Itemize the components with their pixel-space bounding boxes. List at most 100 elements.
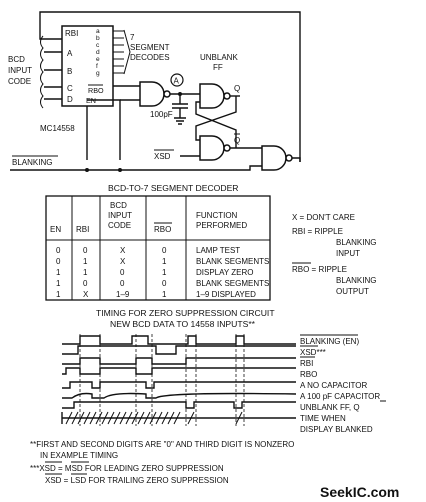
feedback-wire (39, 11, 301, 162)
label-xsd: XSD*** (300, 348, 326, 357)
table-row: 0 1 X 1 BLANK SEGMENTS (56, 257, 269, 266)
ff-nand-upper (199, 83, 225, 109)
blanking-bus (10, 165, 262, 171)
pin-c: C (67, 84, 73, 93)
capacitor (172, 94, 188, 125)
pin-b: B (67, 67, 72, 76)
pin-rbi: RBI (65, 29, 78, 38)
capacitor-label: 100pF (150, 110, 173, 119)
input-label-1: BCD (8, 55, 25, 64)
label-a-no-cap: A NO CAPACITOR (300, 381, 367, 390)
note-1: **FIRST AND SECOND DIGITS ARE "0" AND TH… (30, 440, 294, 449)
cell-rbo: 1 (162, 257, 167, 266)
output-nand (261, 145, 287, 171)
pin-e-out: e (96, 56, 100, 63)
legend-rbi-3: INPUT (336, 249, 360, 258)
output-nand-bubble (285, 154, 293, 162)
legend-rbo-1: RBO = RIPPLE (292, 265, 347, 274)
cell-bcd: 0 (120, 279, 125, 288)
header-bcd-2: INPUT (108, 211, 132, 220)
legend-rbi-2: BLANKING (336, 238, 376, 247)
wave-unblank-q (62, 401, 296, 409)
circuit-diagram: RBI A B C D a b c d e f g RBO EN BCD INP… (8, 11, 301, 172)
note-2: ***XSD = MSD FOR LEADING ZERO SUPPRESSIO… (30, 464, 224, 473)
cross-wire-1 (195, 96, 237, 141)
segment-bracket (123, 29, 131, 75)
note-3: XSD = LSD FOR TRAILING ZERO SUPPRESSION (45, 476, 229, 485)
cell-en: 0 (56, 246, 61, 255)
timing-section: TIMING FOR ZERO SUPPRESSION CIRCUIT NEW … (61, 308, 386, 434)
label-a-100pf: A 100 pF CAPACITOR (300, 392, 380, 401)
label-time-when: TIME WHEN (300, 414, 346, 423)
segment-outputs (113, 30, 124, 74)
cell-rbi: 1 (83, 257, 88, 266)
cell-rbi: 0 (83, 279, 88, 288)
bcd-input-lines (44, 51, 62, 100)
input-label-3: CODE (8, 77, 31, 86)
cell-en: 1 (56, 290, 61, 299)
cell-function: DISPLAY ZERO (196, 268, 254, 277)
cell-rbo: 0 (162, 279, 167, 288)
ic-part-label: MC14558 (40, 124, 75, 133)
ff-upper-bubble (223, 92, 231, 100)
ff-label-1: UNBLANK (200, 53, 238, 62)
junction-bus (118, 168, 122, 172)
cell-bcd: X (120, 246, 126, 255)
table-row: 0 0 X 0 LAMP TEST (56, 246, 240, 255)
legend-rbo-2: BLANKING (336, 276, 376, 285)
nand-1-bubble (163, 90, 171, 98)
wave-rbi (62, 357, 296, 365)
header-function-2: PERFORMED (196, 221, 247, 230)
pin-f-out: f (96, 63, 98, 70)
cell-rbo: 1 (162, 290, 167, 299)
cell-bcd: 0 (120, 268, 125, 277)
node-a-marker (170, 73, 184, 87)
label-rbo: RBO (300, 370, 317, 379)
wave-blanked-baseline (61, 412, 296, 424)
legend-rbi-1: RBI = RIPPLE (292, 227, 343, 236)
decode-label-2: SEGMENT (130, 43, 170, 52)
nand-gate-1 (139, 81, 165, 107)
cell-rbo: 1 (162, 268, 167, 277)
pin-c-out: c (96, 42, 100, 49)
pin-g-out: g (96, 70, 100, 77)
pin-b-out: b (96, 35, 100, 42)
pin-rbo: RBO (88, 86, 104, 95)
pin-d-out: d (96, 49, 100, 56)
legend-rbo-3: OUTPUT (336, 287, 369, 296)
cell-rbi: 1 (83, 268, 88, 277)
note-1-cont: IN EXAMPLE TIMING (40, 451, 118, 460)
wave-a-no-cap (62, 381, 296, 389)
pin-a: A (67, 49, 73, 58)
wave-a-100pf (62, 392, 297, 399)
table-row: 1 1 0 1 DISPLAY ZERO (56, 268, 254, 277)
cell-rbi: 0 (83, 246, 88, 255)
table-row: 1 X 1–9 1 1–9 DISPLAYED (56, 290, 256, 299)
table-row: 1 0 0 0 BLANK SEGMENTS (56, 279, 269, 288)
header-function-1: FUNCTION (196, 211, 238, 220)
cell-function: 1–9 DISPLAYED (196, 290, 256, 299)
pin-a-out: a (96, 28, 100, 35)
q-label: Q (234, 84, 240, 93)
input-bracket (40, 35, 44, 109)
header-bcd-1: BCD (110, 201, 127, 210)
notes-section: **FIRST AND SECOND DIGITS ARE "0" AND TH… (30, 440, 294, 485)
wave-rbo (62, 367, 296, 375)
cell-en: 1 (56, 279, 61, 288)
wave-xsd (62, 345, 296, 355)
display-blanked-hatch (65, 411, 243, 425)
cross-wire-2 (195, 101, 237, 148)
timing-title-2: NEW BCD DATA TO 14558 INPUTS** (110, 319, 256, 329)
cell-bcd: X (120, 257, 126, 266)
truth-table-frame (45, 195, 271, 301)
header-rbo: RBO (154, 225, 171, 234)
input-label-2: INPUT (8, 66, 32, 75)
blanking-label: BLANKING (12, 158, 52, 167)
label-blanking-en: BLANKING (EN) (300, 337, 359, 346)
cell-rbi: X (83, 290, 89, 299)
pin-d: D (67, 95, 73, 104)
ff-lower-bubble (223, 144, 231, 152)
node-a-label: A (174, 77, 180, 86)
